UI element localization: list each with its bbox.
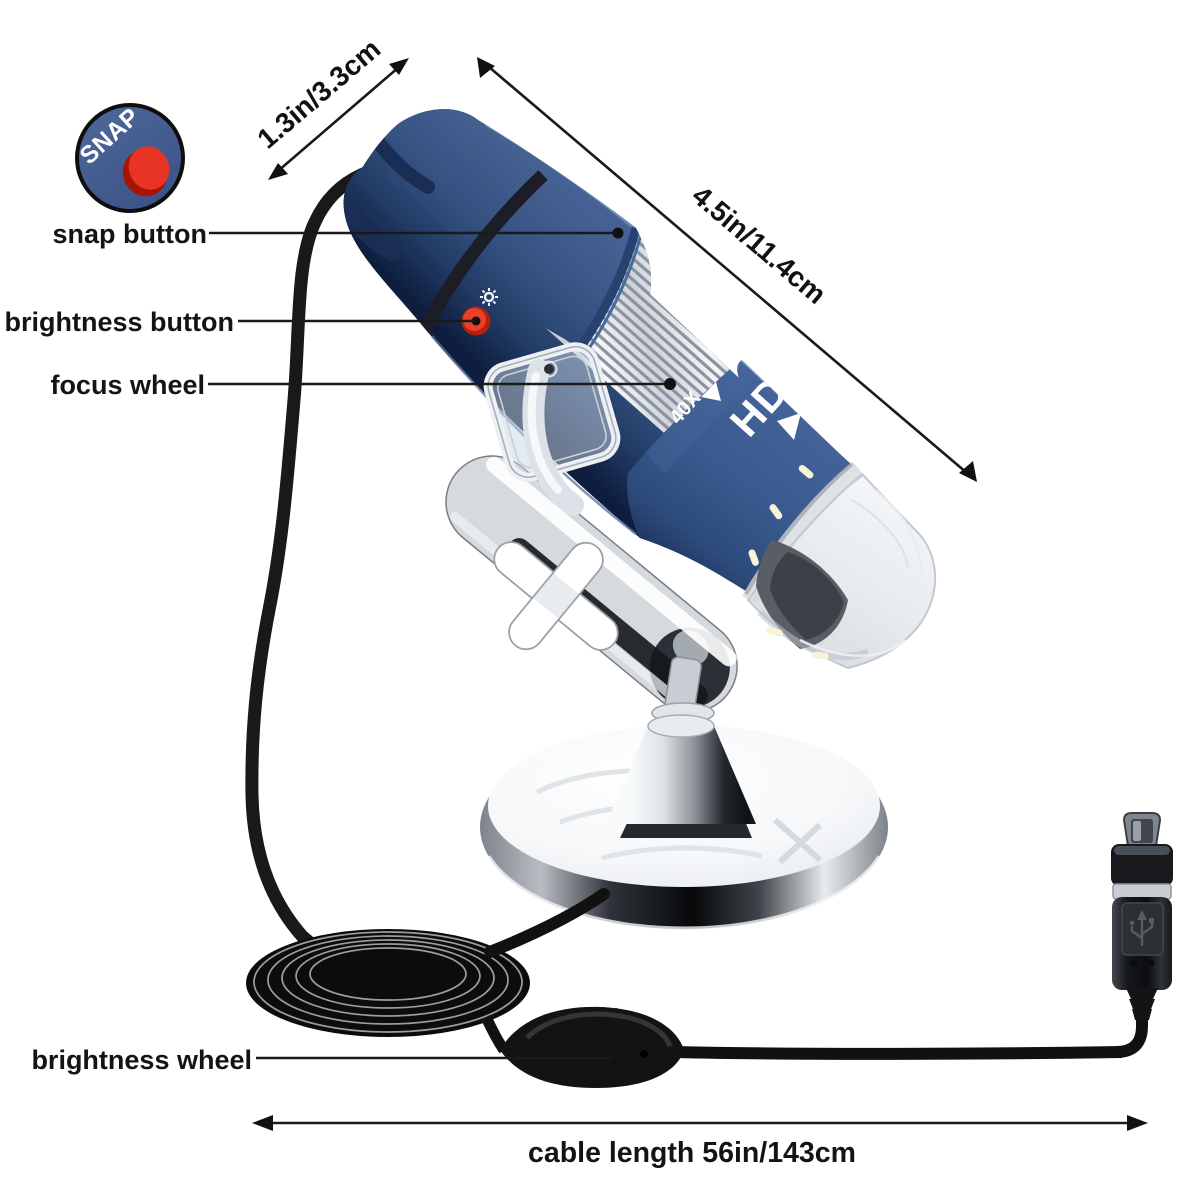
- svg-text:snap button: snap button: [53, 219, 207, 249]
- svg-text:cable length 56in/143cm: cable length 56in/143cm: [528, 1137, 856, 1169]
- svg-text:focus wheel: focus wheel: [50, 370, 205, 400]
- svg-text:brightness button: brightness button: [5, 307, 234, 337]
- svg-text:brightness wheel: brightness wheel: [31, 1045, 252, 1075]
